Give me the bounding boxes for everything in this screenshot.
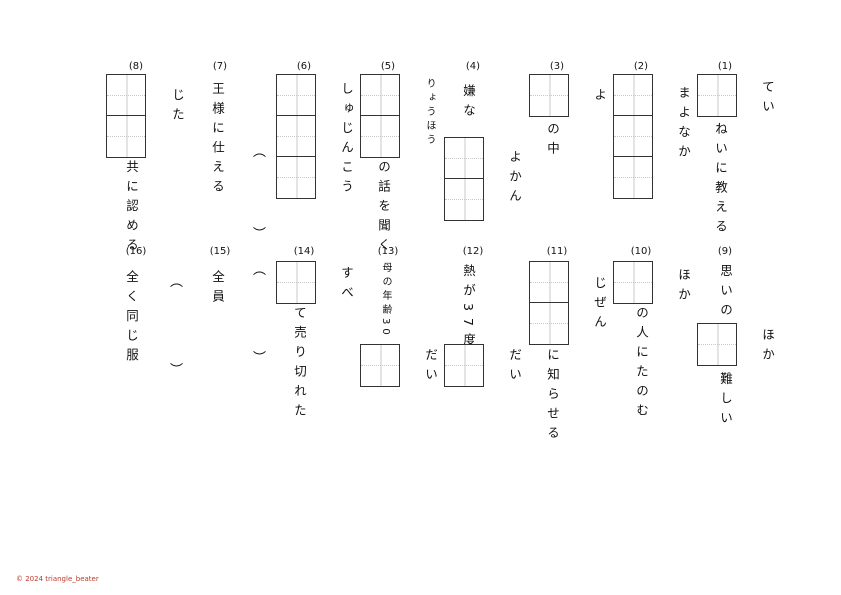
sentence-text-9b: 難しい [718, 372, 733, 431]
reading-text-13: だい [423, 348, 438, 387]
answer-cell[interactable] [277, 262, 315, 303]
close-paren: ︶ [170, 363, 184, 378]
sentence-text-1: ねいに教える [713, 122, 728, 239]
reading-text-8: じた [170, 88, 185, 127]
answer-box-12[interactable] [444, 344, 484, 387]
reading-text-5: りょうほう [424, 78, 435, 148]
answer-cell[interactable] [698, 75, 736, 116]
sentence-text-7: 王様に仕える [210, 82, 225, 199]
open-paren: ︵ [253, 145, 267, 160]
answer-cell[interactable] [445, 345, 483, 386]
reading-text-9: ほか [760, 328, 775, 367]
answer-cell[interactable] [107, 75, 145, 116]
sentence-text-16: 全く同じ服 [124, 270, 139, 368]
question-number-8: (8) [128, 61, 144, 72]
answer-box-8[interactable] [106, 74, 146, 158]
answer-cell[interactable] [277, 157, 315, 198]
answer-cell[interactable] [361, 75, 399, 116]
sentence-text-12: 熱が37度 [461, 264, 476, 353]
question-number-7: (7) [212, 61, 228, 72]
close-paren: ︶ [253, 351, 267, 366]
answer-box-11[interactable] [529, 261, 569, 345]
question-number-9: (9) [717, 246, 733, 257]
sentence-text-9: 思いの [718, 264, 733, 323]
reading-text-12: だい [507, 348, 522, 387]
question-number-5: (5) [380, 61, 396, 72]
question-number-12: (12) [462, 246, 484, 257]
answer-cell[interactable] [361, 345, 399, 386]
reading-text-11: じぜん [592, 276, 607, 335]
question-number-11: (11) [546, 246, 568, 257]
answer-cell[interactable] [361, 116, 399, 157]
question-number-14: (14) [293, 246, 315, 257]
answer-cell[interactable] [277, 75, 315, 116]
answer-cell[interactable] [698, 324, 736, 365]
answer-cell[interactable] [614, 157, 652, 198]
sentence-text-3: の中 [545, 122, 560, 161]
question-number-16: (16) [125, 246, 147, 257]
answer-box-14[interactable] [276, 261, 316, 304]
answer-cell[interactable] [614, 262, 652, 303]
answer-box-4[interactable] [444, 137, 484, 221]
answer-cell[interactable] [445, 138, 483, 179]
answer-box-3[interactable] [529, 74, 569, 117]
question-number-3: (3) [549, 61, 565, 72]
question-number-2: (2) [633, 61, 649, 72]
reading-text-1: てい [760, 80, 775, 119]
question-number-10: (10) [630, 246, 652, 257]
answer-cell[interactable] [530, 75, 568, 116]
answer-cell[interactable] [530, 303, 568, 344]
copyright-text: © 2024 triangle_beater [16, 575, 99, 583]
sentence-text-5: の話を聞く [376, 160, 391, 258]
close-paren: ︶ [253, 227, 267, 242]
reading-text-14: すべ [339, 266, 354, 305]
answer-cell[interactable] [614, 75, 652, 116]
reading-text-3: よ [592, 88, 607, 108]
question-number-13: (13) [377, 246, 399, 257]
answer-box-1[interactable] [697, 74, 737, 117]
answer-cell[interactable] [277, 116, 315, 157]
answer-box-10[interactable] [613, 261, 653, 304]
answer-cell[interactable] [530, 262, 568, 303]
sentence-text-11: に知らせる [545, 348, 560, 446]
answer-box-5[interactable] [360, 74, 400, 158]
question-number-4: (4) [465, 61, 481, 72]
answer-box-6[interactable] [276, 74, 316, 199]
sentence-text-10: の人にたのむ [634, 306, 649, 423]
sentence-text-8: 共に認める [124, 160, 139, 258]
question-number-15: (15) [209, 246, 231, 257]
sentence-text-4: 嫌な [461, 84, 476, 123]
reading-text-10: ほか [676, 268, 691, 307]
reading-text-6: しゅじんこう [339, 82, 354, 199]
answer-box-9[interactable] [697, 323, 737, 366]
open-paren: ︵ [253, 263, 267, 278]
reading-text-4: よかん [507, 150, 522, 209]
question-number-6: (6) [296, 61, 312, 72]
answer-cell[interactable] [614, 116, 652, 157]
sentence-text-14: て売り切れた [292, 306, 307, 423]
open-paren: ︵ [170, 275, 184, 290]
sentence-text-13: 母の年齢30 [380, 262, 391, 339]
question-number-1: (1) [717, 61, 733, 72]
answer-box-2[interactable] [613, 74, 653, 199]
answer-box-13[interactable] [360, 344, 400, 387]
answer-cell[interactable] [107, 116, 145, 157]
answer-cell[interactable] [445, 179, 483, 220]
sentence-text-15: 全員 [210, 270, 225, 309]
reading-text-2: まよなか [676, 86, 691, 164]
